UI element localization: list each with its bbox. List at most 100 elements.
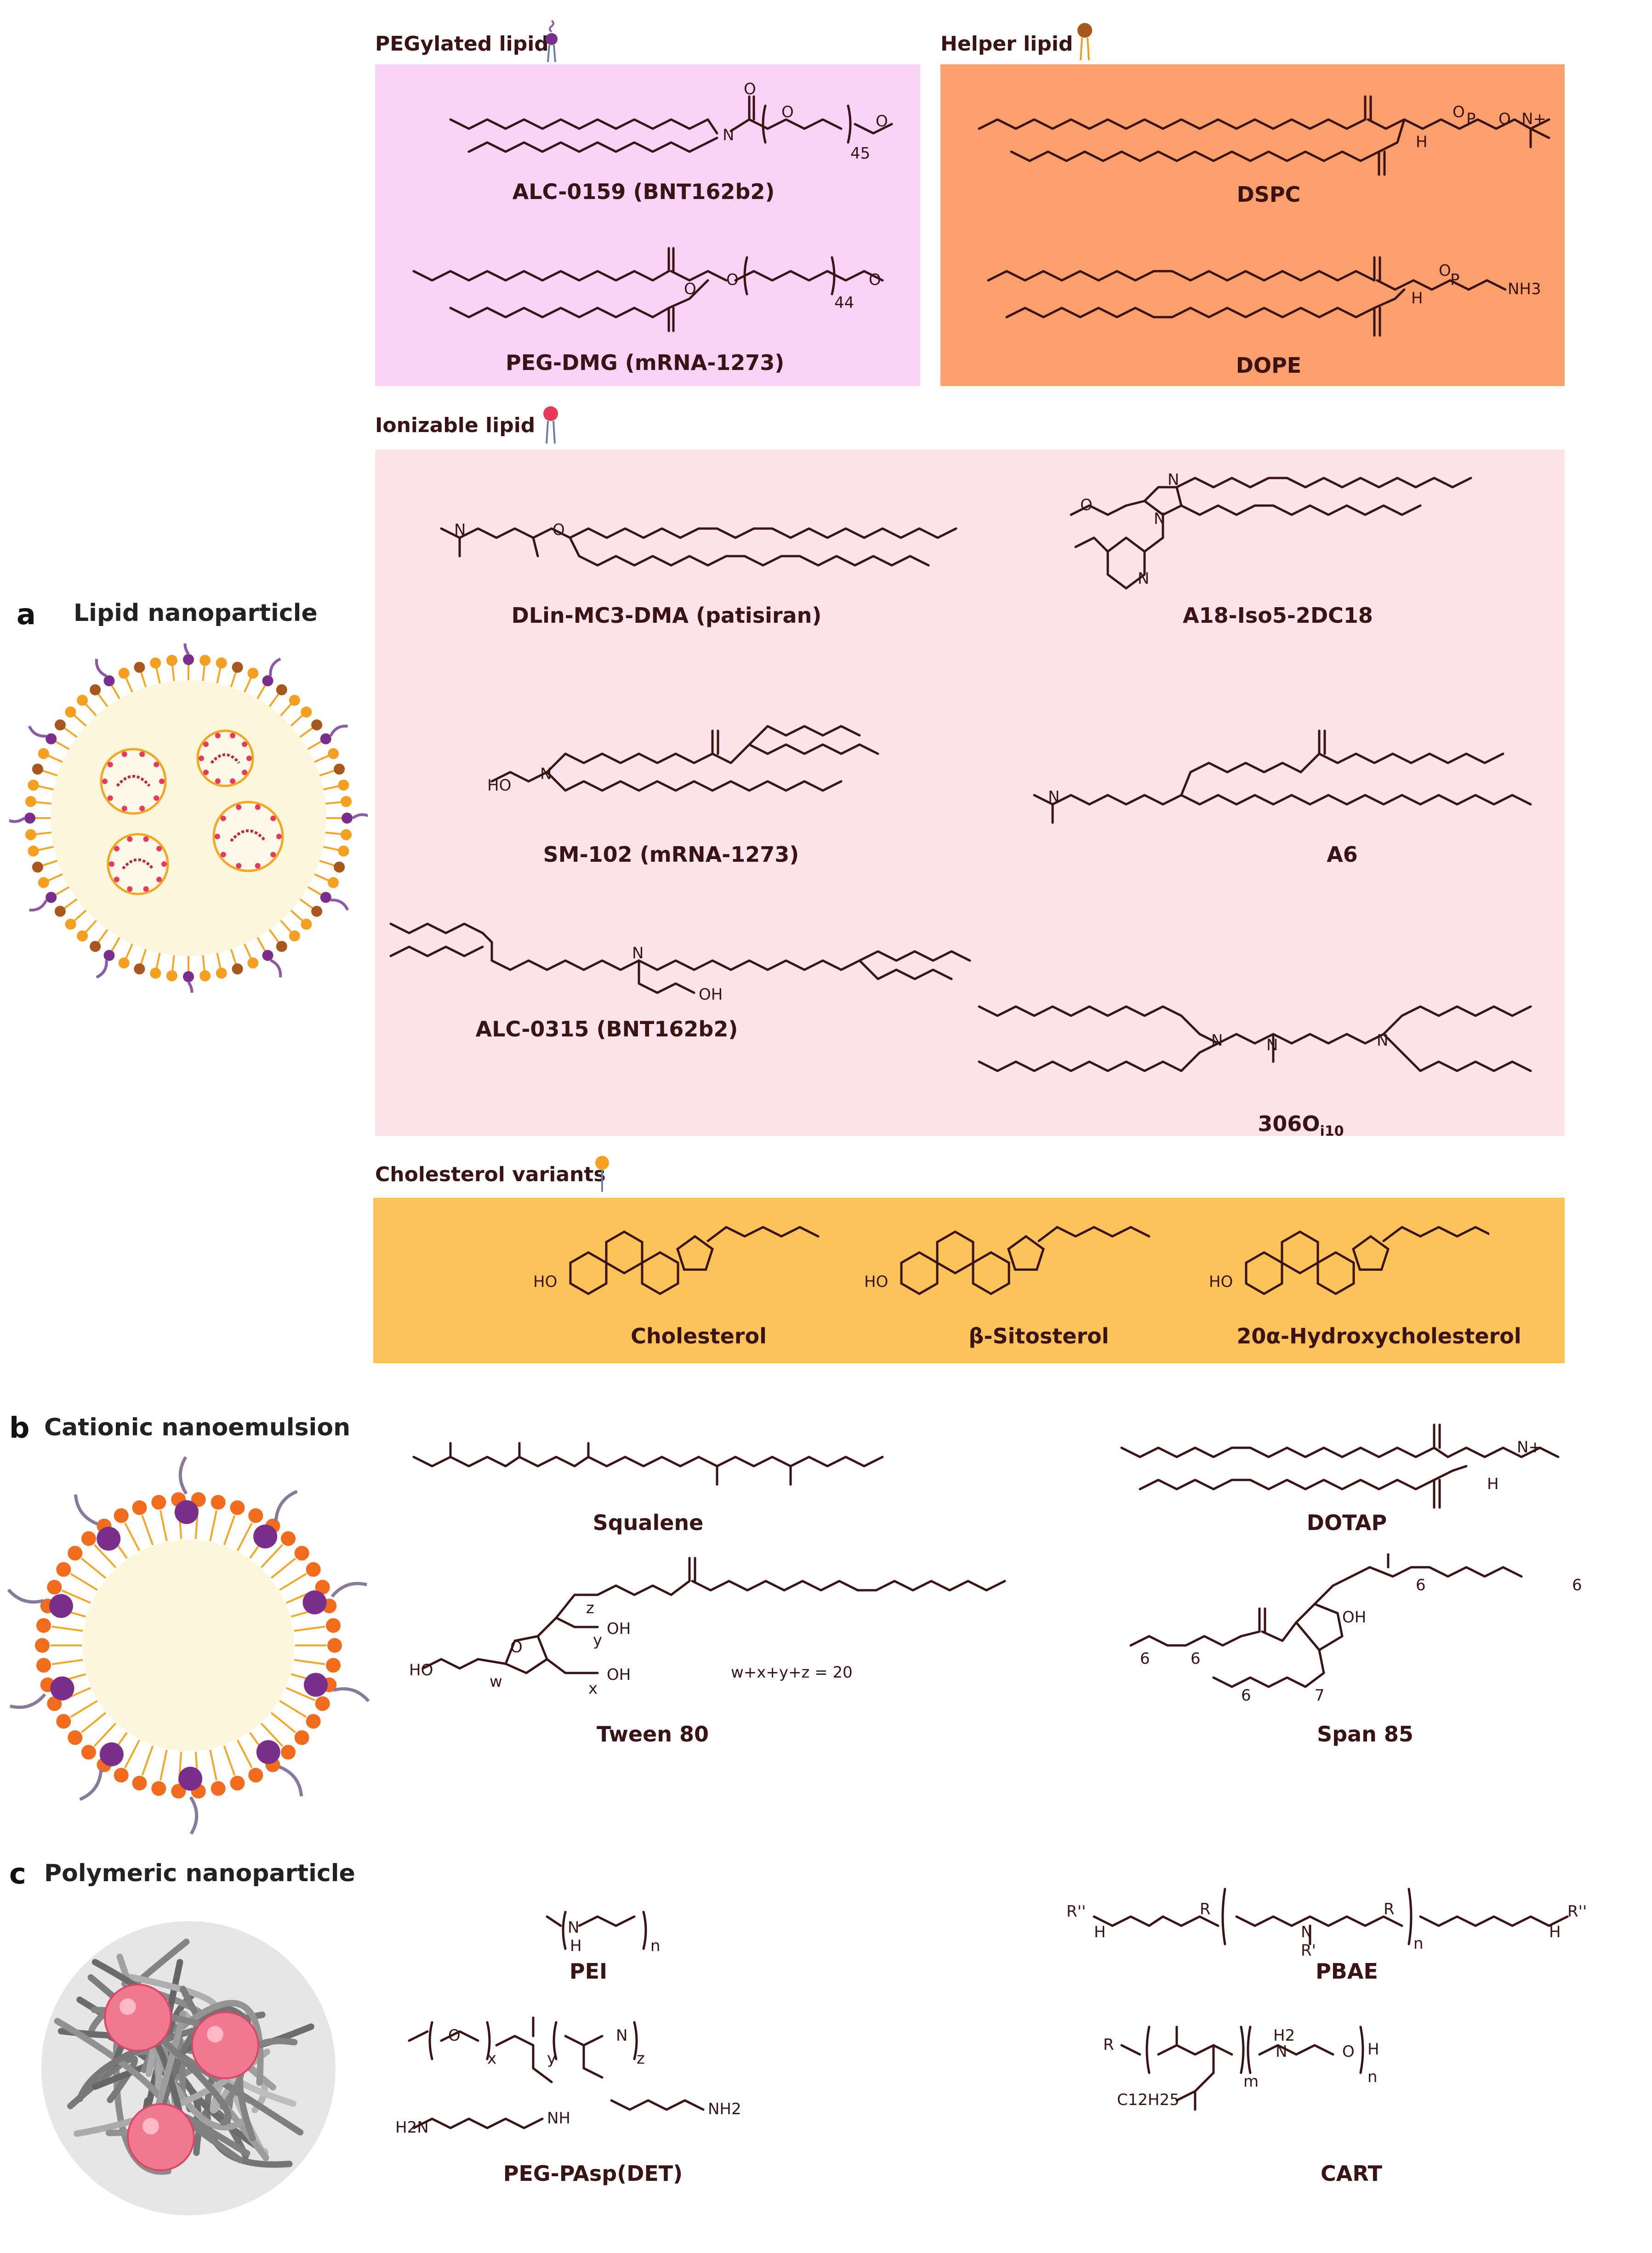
lnp-lipid-head bbox=[276, 684, 287, 695]
lnp-lipid-tail bbox=[47, 754, 63, 763]
cne-surfactant-head bbox=[256, 1740, 280, 1764]
cne-lipid-head bbox=[114, 1508, 129, 1523]
lnp-ionizable-head bbox=[127, 836, 133, 842]
span-oh: OH bbox=[1342, 1608, 1366, 1627]
dope-label: DOPE bbox=[1236, 353, 1302, 378]
lnp-lipid-tail bbox=[125, 944, 133, 959]
pegpasp-structure: O x y z N H2N NH NH2 bbox=[395, 2016, 741, 2137]
lnp-lipid-tail bbox=[230, 949, 237, 965]
lnp-lipid-tail bbox=[110, 684, 120, 700]
lnp-lipid-tail bbox=[280, 703, 292, 717]
cne-surfactant-head bbox=[99, 1742, 124, 1767]
lnp-lipid-head bbox=[32, 861, 43, 873]
cne-lipid-head bbox=[132, 1775, 147, 1791]
cne-lipid-head bbox=[315, 1580, 330, 1595]
pnp-cargo-highlight bbox=[120, 1998, 136, 2015]
lnp-lipid-head bbox=[301, 706, 312, 718]
cne-surfactant-chain bbox=[189, 1796, 199, 1835]
lnp-ionizable-head bbox=[236, 804, 242, 810]
cart-c12h25: C12H25 bbox=[1117, 2091, 1179, 2109]
cholesterol-ring-a bbox=[569, 1251, 608, 1295]
cne-lipid-head bbox=[114, 1768, 129, 1783]
lnp-ionizable-head bbox=[255, 804, 261, 810]
lnp-inverse-micelle bbox=[107, 833, 169, 895]
lnp-lipid-head bbox=[65, 918, 76, 930]
lnp-lipid-tail bbox=[216, 953, 222, 969]
hydroxycholesterol-ho: HO bbox=[1209, 1273, 1233, 1291]
lnp-lipid-head bbox=[28, 845, 39, 857]
lnp-lipid-head bbox=[262, 675, 273, 687]
pegylated-lipid-panel bbox=[375, 64, 920, 386]
sitosterol-ring-a bbox=[900, 1251, 939, 1295]
lnp-lipid-tail bbox=[216, 667, 222, 683]
hydroxycholesterol-label: 20α-Hydroxycholesterol bbox=[1236, 1324, 1521, 1348]
lnp-lipid-head bbox=[90, 941, 101, 952]
cne-surfactant-chain bbox=[79, 1769, 103, 1801]
lnp-lipid-tail bbox=[97, 693, 108, 707]
panel-a-letter: a bbox=[17, 597, 36, 631]
lnp-lipid-head bbox=[134, 661, 145, 673]
cne-lipid-tail bbox=[294, 1659, 325, 1665]
lnp-lipid-head bbox=[32, 763, 43, 775]
cne-lipid-tail bbox=[236, 1740, 253, 1769]
cne-surfactant-chain bbox=[333, 1687, 370, 1702]
pnp-cargo-highlight bbox=[142, 2118, 159, 2134]
lnp-lipid-head bbox=[46, 892, 57, 903]
lnp-lipid-tail bbox=[171, 665, 175, 681]
pegpasp-n: N bbox=[616, 2026, 627, 2045]
cne-surfactant-head bbox=[50, 1676, 74, 1701]
sitosterol-label: β-Sitosterol bbox=[968, 1324, 1109, 1348]
cne-lipid-tail bbox=[62, 1589, 91, 1604]
lnp-lipid-tail bbox=[125, 677, 133, 693]
cholesterol-ring-b bbox=[605, 1230, 644, 1274]
lnp-lipid-tail bbox=[47, 873, 63, 882]
cne-lipid-tail bbox=[160, 1749, 168, 1781]
lnp-ionizable-head bbox=[143, 836, 149, 842]
lnp-lipid-tail bbox=[307, 886, 323, 896]
lnp-lipid-tail bbox=[97, 929, 108, 944]
lnp-peg-chain bbox=[9, 817, 25, 823]
lnp-lipid-head bbox=[65, 706, 76, 718]
lnp-lipid-head bbox=[25, 829, 36, 841]
lnp-lipid-head bbox=[328, 748, 339, 759]
lnp-ionizable-head bbox=[159, 779, 165, 784]
dope-o1: O bbox=[1439, 262, 1451, 280]
squalene-label: Squalene bbox=[592, 1510, 704, 1535]
lnp-lipid-head bbox=[103, 675, 115, 687]
cne-lipid-head bbox=[36, 1618, 51, 1633]
a18-o: O bbox=[1080, 496, 1093, 514]
pegylated-lipid-header: PEGylated lipid bbox=[375, 32, 549, 56]
lnp-lipid-tail bbox=[85, 920, 97, 933]
tween-y: y bbox=[593, 1631, 602, 1650]
c306-label: 306Oi10 bbox=[1241, 1111, 1361, 1139]
cne-lipid-head bbox=[56, 1714, 71, 1729]
cne-lipid-tail bbox=[236, 1522, 253, 1551]
lnp-inverse-micelle bbox=[212, 801, 284, 872]
pbae-r-left: R bbox=[1200, 1900, 1211, 1918]
lnp-lipid-tail bbox=[299, 898, 314, 910]
lnp-peg-chain bbox=[329, 724, 348, 737]
lnp-peg-chain bbox=[183, 643, 190, 655]
cart-n: N bbox=[1276, 2042, 1287, 2061]
sm102-label: SM-102 (mRNA-1273) bbox=[543, 842, 799, 867]
tween-ho: HO bbox=[409, 1661, 433, 1679]
lnp-inverse-micelle bbox=[100, 748, 167, 815]
cne-surfactant-chain bbox=[10, 1693, 46, 1709]
pnp-cargo-highlight bbox=[207, 2026, 223, 2042]
cne-lipid-head bbox=[81, 1745, 96, 1760]
hydroxycholesterol-ring-a bbox=[1245, 1251, 1283, 1295]
cne-lipid-head bbox=[171, 1784, 186, 1799]
lnp-ionizable-head bbox=[230, 778, 236, 784]
hydroxycholesterol-side-chain bbox=[1382, 1226, 1489, 1242]
lnp-lipid-head bbox=[320, 892, 331, 903]
pegdmg-structure: O O O 44 bbox=[412, 247, 884, 332]
lnp-lipid-tail bbox=[54, 740, 70, 750]
lnp-lipid-head bbox=[54, 719, 66, 731]
lnp-ionizable-head bbox=[270, 852, 276, 858]
cholesterol-variants-panel bbox=[373, 1198, 1565, 1363]
cne-surfactant-head bbox=[178, 1766, 203, 1791]
cne-core bbox=[83, 1540, 294, 1751]
lnp-ionizable-head bbox=[154, 762, 160, 768]
lnp-lipid-head bbox=[134, 963, 145, 975]
cholesterol-ring-c bbox=[641, 1251, 679, 1295]
